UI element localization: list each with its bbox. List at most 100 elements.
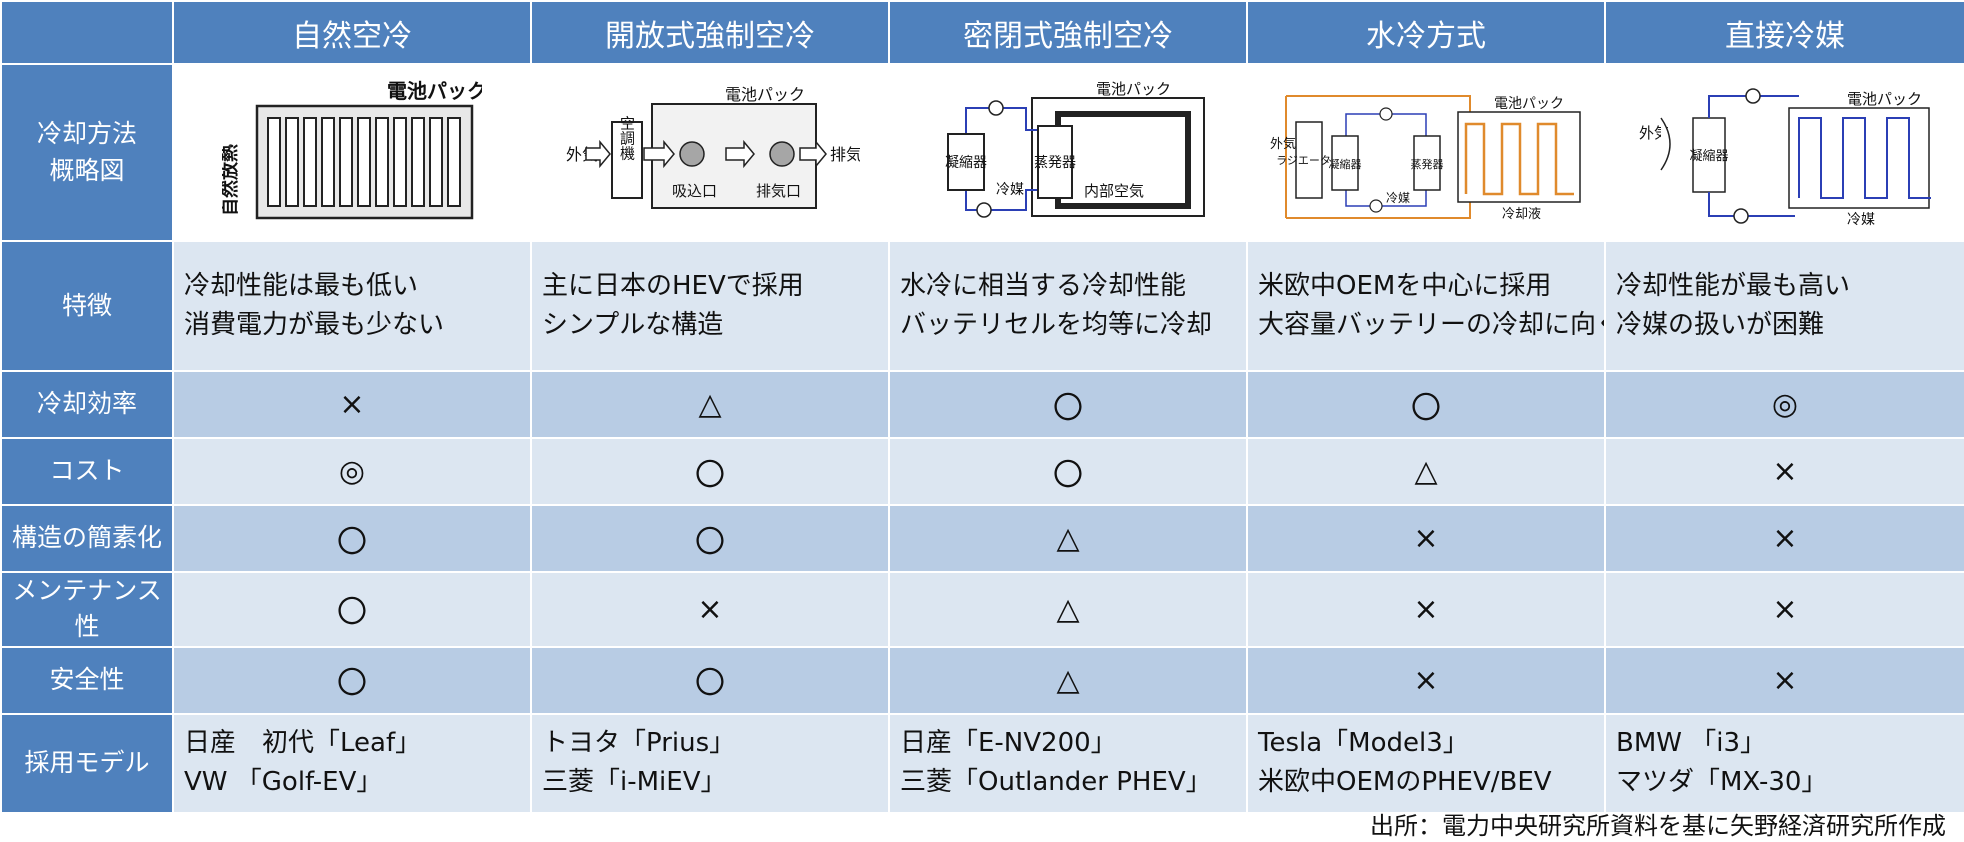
direct-valve-icon	[1745, 87, 1761, 104]
row-label-diagram-line2: 概略図	[49, 155, 125, 185]
direct-refrigerant-bottom	[1708, 191, 1795, 217]
model-line: 三菱「i-MiEV」	[542, 767, 727, 797]
row-label-efficiency: 冷却効率	[0, 370, 174, 439]
row-label-maintenance: メンテナンス性	[0, 571, 174, 648]
sealed-refrigerant-top	[965, 106, 1040, 136]
natural-cell	[429, 116, 443, 207]
water-pump-icon	[1369, 198, 1383, 213]
feature-line: 冷却性能は最も低い	[184, 271, 419, 301]
models-row: 採用モデル 日産 初代「Leaf」 VW 「Golf-EV」 トヨタ「Prius」…	[0, 712, 1964, 814]
water-condenser-box	[1331, 134, 1359, 191]
col-header-open-forced: 開放式強制空冷	[530, 0, 890, 65]
natural-cell	[393, 116, 407, 207]
diagram-row: 冷却方法 概略図 電池パック 自然放熱 電池パック 外気 空調機	[0, 63, 1964, 242]
model-line: Tesla「Model3」	[1258, 728, 1469, 758]
diagram-direct: 外気 凝縮器 電池パック 冷媒	[1604, 63, 1964, 242]
rating-cell: ×	[1604, 571, 1964, 648]
row-label-cost: コスト	[0, 437, 174, 506]
sealed-evaporator-box	[1037, 124, 1073, 199]
natural-cell	[285, 116, 299, 207]
direct-refrigerant-top	[1708, 94, 1799, 118]
comparison-table: 自然空冷 開放式強制空冷 密閉式強制空冷 水冷方式 直接冷媒 冷却方法 概略図 …	[0, 0, 1964, 814]
rating-cell: 〇	[530, 645, 890, 715]
water-radiator-label: ラジエーター	[1276, 154, 1342, 167]
open-ac-unit-box	[611, 120, 643, 199]
water-cooling-diagram: ラジエーター 外気 凝縮器 蒸発器 冷媒 電池パック 冷却液	[1270, 94, 1581, 222]
natural-cell	[321, 116, 335, 207]
water-refrigerant-label: 冷媒	[1386, 191, 1410, 205]
features-sealed-forced: 水冷に相当する冷却性能バッテリセルを均等に冷却	[888, 240, 1248, 372]
rating-cell: ×	[172, 370, 532, 439]
open-pack-label: 電池パック	[725, 85, 805, 104]
open-exhaust-label: 排気	[830, 145, 860, 164]
model-line: 日産 初代「Leaf」	[184, 728, 422, 758]
maintenance-row: メンテナンス性 〇 × △ × ×	[0, 571, 1964, 648]
models-direct: BMW 「i3」マツダ「MX-30」	[1604, 712, 1964, 814]
sealed-condenser-box	[947, 132, 985, 191]
rating-cell: ◎	[1604, 370, 1964, 439]
rating-cell: ×	[1246, 504, 1606, 573]
direct-condenser-box	[1692, 116, 1726, 193]
natural-cell	[375, 116, 389, 207]
feature-line: シンプルな構造	[542, 310, 724, 340]
water-coolant-channel	[1464, 122, 1574, 195]
diagram-natural: 電池パック 自然放熱	[172, 63, 532, 242]
row-label-diagram-line1: 冷却方法	[36, 119, 137, 149]
model-line: トヨタ「Prius」	[542, 728, 736, 758]
feature-line: 主に日本のHEVで採用	[542, 271, 804, 301]
feature-line: バッテリセルを均等に冷却	[900, 310, 1213, 340]
direct-pump-icon	[1733, 207, 1749, 224]
water-coolant-label: 冷却液	[1502, 207, 1541, 222]
features-direct: 冷却性能が最も高い冷媒の扱いが困難	[1604, 240, 1964, 372]
rating-cell: ×	[1604, 504, 1964, 573]
model-line: 米欧中OEMのPHEV/BEV	[1258, 767, 1552, 797]
features-water: 米欧中OEMを中心に採用大容量バッテリーの冷却に向く	[1246, 240, 1606, 372]
sealed-pump-icon	[976, 201, 992, 218]
open-flow-arrow	[725, 139, 755, 168]
sealed-condenser-label: 凝縮器	[945, 155, 987, 171]
rating-cell: ×	[1604, 437, 1964, 506]
rating-cell: △	[888, 645, 1248, 715]
row-label-models: 採用モデル	[0, 712, 174, 814]
direct-pack-box	[1788, 106, 1930, 209]
row-label-simplicity: 構造の簡素化	[0, 504, 174, 573]
natural-cell	[447, 116, 461, 207]
cost-row: コスト ◎ 〇 〇 △ ×	[0, 437, 1964, 506]
rating-cell: △	[530, 370, 890, 439]
feature-line: 冷却性能が最も高い	[1616, 271, 1851, 301]
header-row: 自然空冷 開放式強制空冷 密閉式強制空冷 水冷方式 直接冷媒	[0, 0, 1964, 65]
col-header-water: 水冷方式	[1246, 0, 1606, 65]
row-label-diagram: 冷却方法 概略図	[0, 63, 174, 242]
direct-refrigerant-diagram: 外気 凝縮器 電池パック 冷媒	[1639, 87, 1931, 228]
sealed-inner-air-label: 内部空気	[1084, 182, 1144, 200]
rating-cell: ×	[530, 571, 890, 648]
models-natural: 日産 初代「Leaf」 VW 「Golf-EV」	[172, 712, 532, 814]
model-line: 三菱「Outlander PHEV」	[900, 767, 1212, 797]
natural-cell	[357, 116, 371, 207]
diagram-open-forced: 電池パック 外気 空調機 排気 吸込口 排気口	[530, 63, 890, 242]
natural-cell	[339, 116, 353, 207]
row-label-safety: 安全性	[0, 645, 174, 715]
open-ac-arrow	[643, 139, 675, 168]
open-inlet-arrow	[585, 139, 611, 168]
row-label-features: 特徴	[0, 240, 174, 372]
rating-cell: 〇	[172, 571, 532, 648]
sealed-refrigerant-bottom	[965, 181, 1040, 211]
models-sealed-forced: 日産「E-NV200」三菱「Outlander PHEV」	[888, 712, 1248, 814]
feature-line: 冷媒の扱いが困難	[1616, 310, 1825, 340]
sealed-forced-diagram: 電池パック 凝縮器 蒸発器 冷媒 内部空気	[945, 80, 1205, 218]
natural-cell-group	[267, 116, 461, 207]
water-pack-label: 電池パック	[1494, 96, 1564, 112]
open-outlet-label: 排気口	[756, 182, 801, 200]
rating-cell: 〇	[1246, 370, 1606, 439]
rating-cell: △	[888, 571, 1248, 648]
rating-cell: 〇	[530, 504, 890, 573]
model-line: マツダ「MX-30」	[1616, 767, 1828, 797]
direct-refrigerant-channel	[1798, 116, 1931, 199]
open-intake-port	[679, 140, 705, 167]
feature-line: 消費電力が最も少ない	[184, 310, 445, 340]
model-line: BMW 「i3」	[1616, 728, 1767, 758]
model-line: 日産「E-NV200」	[900, 728, 1117, 758]
natural-cell	[267, 116, 281, 207]
model-line: VW 「Golf-EV」	[184, 767, 383, 797]
